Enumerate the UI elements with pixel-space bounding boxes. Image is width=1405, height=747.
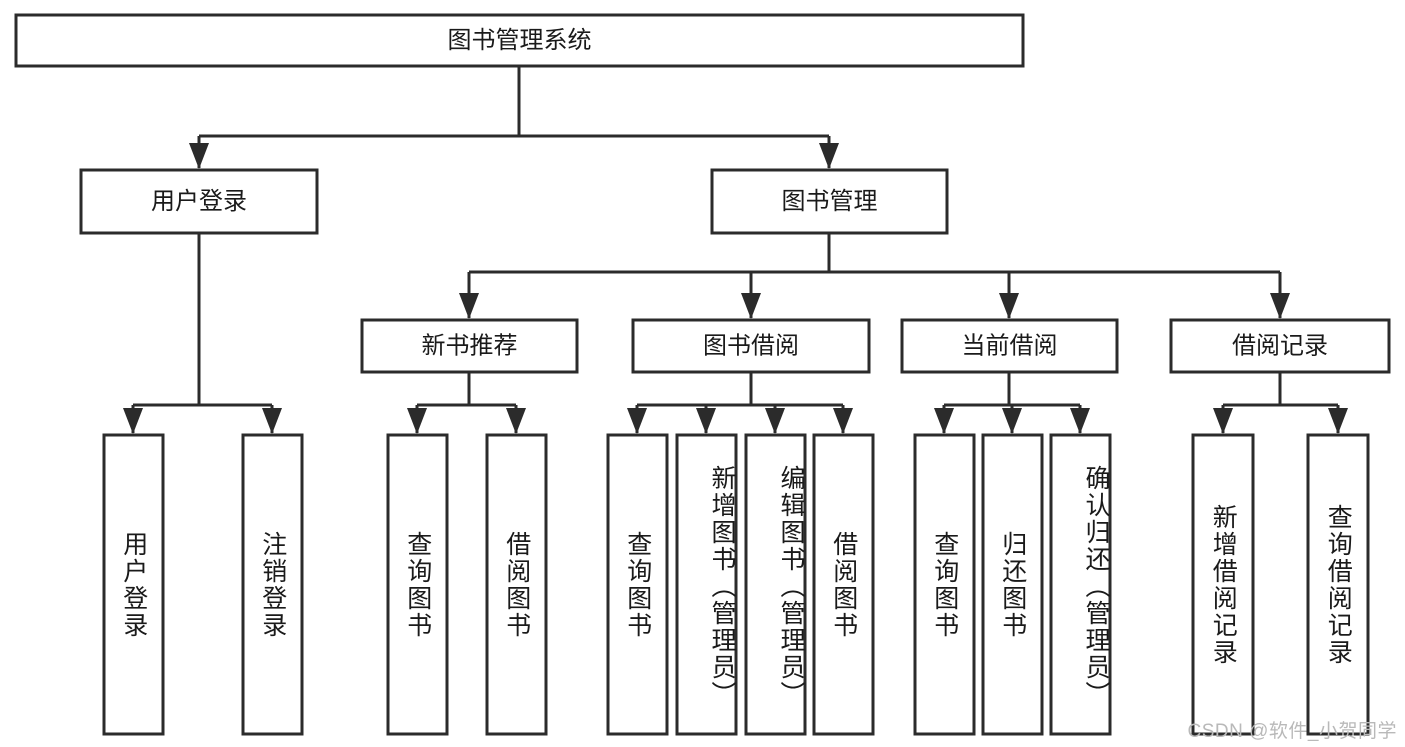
leaf-query-book-recommend-box (386, 433, 449, 736)
arrow-head-icon (459, 293, 479, 319)
leaf-borrow-book-recommend-label-wrap: 借阅图书 (502, 530, 531, 639)
node-new-book-recommend[interactable]: 新书推荐 (360, 318, 579, 374)
arrow-head-icon (999, 293, 1019, 319)
node-leaf-user-login[interactable]: 用户登录 (102, 433, 165, 736)
leaf-query-record-label-wrap: 查询借阅记录 (1324, 503, 1353, 666)
arrow-head-icon (262, 408, 282, 434)
node-root-system[interactable]: 图书管理系统 (14, 13, 1025, 68)
arrow-head-icon (934, 408, 954, 434)
node-leaf-add-book[interactable]: 新增图书（管理员） (675, 433, 738, 736)
leaf-add-record-label: 新增借阅记录 (1209, 503, 1238, 666)
leaf-add-book-label: 新增图书（管理员） (708, 465, 736, 708)
node-user-login-box (79, 168, 319, 235)
node-user-login-label: 用户登录 (151, 188, 247, 215)
node-leaf-query-book-current[interactable]: 查询图书 (913, 433, 976, 736)
node-leaf-query-book-borrow[interactable]: 查询图书 (606, 433, 669, 736)
node-new-book-recommend-label: 新书推荐 (422, 332, 518, 359)
leaf-query-book-current-label-wrap: 查询图书 (930, 530, 959, 639)
node-borrow-record-box (1169, 318, 1391, 374)
arrow-head-icon (1328, 408, 1348, 434)
node-leaf-return-book[interactable]: 归还图书 (981, 433, 1044, 736)
node-borrow-record[interactable]: 借阅记录 (1169, 318, 1391, 374)
arrow-head-icon (123, 408, 143, 434)
leaf-query-book-borrow-label-wrap: 查询图书 (623, 530, 652, 639)
leaf-add-record-box (1191, 433, 1255, 736)
leaf-edit-book-label: 编辑图书（管理员） (777, 465, 805, 708)
node-current-borrow[interactable]: 当前借阅 (900, 318, 1119, 374)
leaf-query-book-recommend-label-wrap: 查询图书 (403, 530, 432, 639)
leaf-borrow-book-recommend-box (485, 433, 548, 736)
arrow-head-icon (765, 408, 785, 434)
arrow-head-icon (1070, 408, 1090, 434)
leaf-user-login-box (102, 433, 165, 736)
leaf-borrow-book-recommend-label: 借阅图书 (502, 530, 531, 639)
leaf-user-login-label-wrap: 用户登录 (119, 530, 148, 639)
node-new-book-recommend-box (360, 318, 579, 374)
leaf-user-logout-label: 注销登录 (258, 530, 287, 639)
leaf-edit-book-label-wrap: 编辑图书（管理员） (777, 465, 805, 708)
node-leaf-borrow-book-recommend[interactable]: 借阅图书 (485, 433, 548, 736)
leaf-query-record-label: 查询借阅记录 (1324, 503, 1353, 666)
connector-layer (123, 66, 1348, 434)
leaf-add-record-label-wrap: 新增借阅记录 (1209, 503, 1238, 666)
node-leaf-confirm-return[interactable]: 确认归还（管理员） (1049, 433, 1112, 736)
leaf-confirm-return-box (1049, 433, 1112, 736)
leaf-return-book-box (981, 433, 1044, 736)
leaf-borrow-book-label-wrap: 借阅图书 (829, 530, 858, 639)
leaf-query-book-borrow-label: 查询图书 (623, 530, 652, 639)
arrow-head-icon (741, 293, 761, 319)
leaf-return-book-label: 归还图书 (998, 530, 1027, 639)
node-leaf-borrow-book[interactable]: 借阅图书 (812, 433, 875, 736)
node-book-management-box (710, 168, 949, 235)
arrow-head-icon (1213, 408, 1233, 434)
arrow-head-icon (696, 408, 716, 434)
leaf-query-book-borrow-box (606, 433, 669, 736)
leaf-edit-book-box (744, 433, 807, 736)
leaf-query-book-recommend-label: 查询图书 (403, 530, 432, 639)
node-leaf-user-logout[interactable]: 注销登录 (241, 433, 304, 736)
node-book-borrow-label: 图书借阅 (703, 332, 799, 359)
arrow-head-icon (506, 408, 526, 434)
node-leaf-edit-book[interactable]: 编辑图书（管理员） (744, 433, 807, 736)
leaf-add-book-label-wrap: 新增图书（管理员） (708, 465, 736, 708)
arrow-head-icon (833, 408, 853, 434)
node-leaf-add-record[interactable]: 新增借阅记录 (1191, 433, 1255, 736)
arrow-head-icon (819, 143, 839, 169)
node-book-borrow-box (631, 318, 871, 374)
node-leaf-query-record[interactable]: 查询借阅记录 (1306, 433, 1370, 736)
leaf-query-book-current-label: 查询图书 (930, 530, 959, 639)
leaf-return-book-label-wrap: 归还图书 (998, 530, 1027, 639)
leaf-borrow-book-label: 借阅图书 (829, 530, 858, 639)
node-current-borrow-box (900, 318, 1119, 374)
node-root-system-box (14, 13, 1025, 68)
node-current-borrow-label: 当前借阅 (962, 332, 1058, 359)
node-book-management[interactable]: 图书管理 (710, 168, 949, 235)
arrow-head-icon (1270, 293, 1290, 319)
leaf-add-book-box (675, 433, 738, 736)
leaf-query-record-box (1306, 433, 1370, 736)
node-user-login[interactable]: 用户登录 (79, 168, 319, 235)
leaf-borrow-book-box (812, 433, 875, 736)
leaf-user-logout-box (241, 433, 304, 736)
leaf-confirm-return-label: 确认归还（管理员） (1082, 465, 1110, 708)
leaf-user-logout-label-wrap: 注销登录 (258, 530, 287, 639)
node-leaf-query-book-recommend[interactable]: 查询图书 (386, 433, 449, 736)
leaf-layer: 用户登录 注销登录 查询图书 借阅图书 查询图书 新增图书（管理员） 编辑图书（管理员） 借阅… (102, 433, 1370, 736)
arrow-head-icon (1002, 408, 1022, 434)
arrow-head-icon (189, 143, 209, 169)
leaf-user-login-label: 用户登录 (119, 530, 148, 639)
leaf-query-book-current-box (913, 433, 976, 736)
arrow-head-icon (627, 408, 647, 434)
node-borrow-record-label: 借阅记录 (1232, 332, 1328, 359)
node-book-management-label: 图书管理 (782, 188, 878, 215)
node-book-borrow[interactable]: 图书借阅 (631, 318, 871, 374)
arrow-head-icon (407, 408, 427, 434)
node-root-system-label: 图书管理系统 (448, 27, 592, 54)
leaf-confirm-return-label-wrap: 确认归还（管理员） (1082, 465, 1110, 708)
